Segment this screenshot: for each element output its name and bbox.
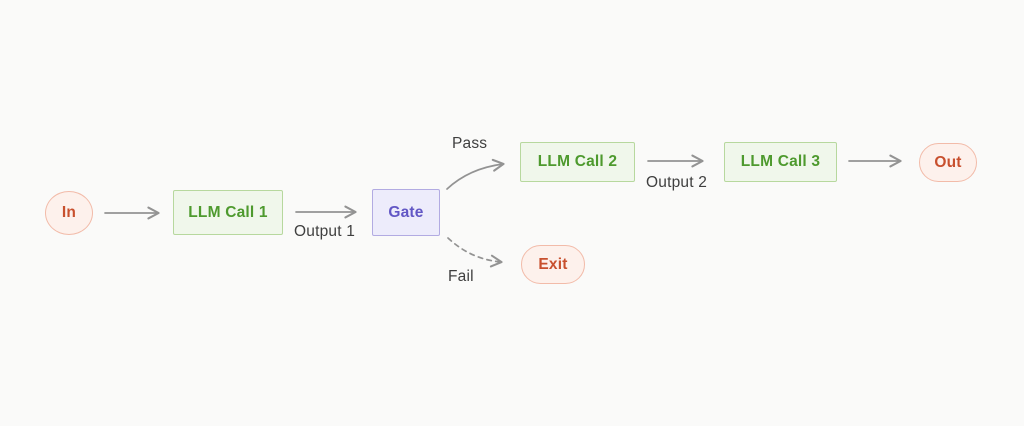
- edge-gate-fail-to-exit: [447, 237, 503, 268]
- edge-label-output-2: Output 2: [646, 174, 708, 191]
- node-in: In: [45, 191, 93, 235]
- node-llm-call-2: LLM Call 2: [520, 142, 635, 182]
- edge-gate-pass-to-llm-call-2: [446, 158, 505, 190]
- node-llm-call-1: LLM Call 1: [173, 190, 283, 235]
- edge-label-fail: Fail: [448, 268, 474, 285]
- edge-label-output-1: Output 1: [294, 223, 356, 240]
- node-out: Out: [919, 143, 977, 182]
- edge-label-pass: Pass: [452, 135, 488, 152]
- node-gate: Gate: [372, 189, 440, 236]
- node-llm-call-3: LLM Call 3: [724, 142, 837, 182]
- node-exit: Exit: [521, 245, 585, 284]
